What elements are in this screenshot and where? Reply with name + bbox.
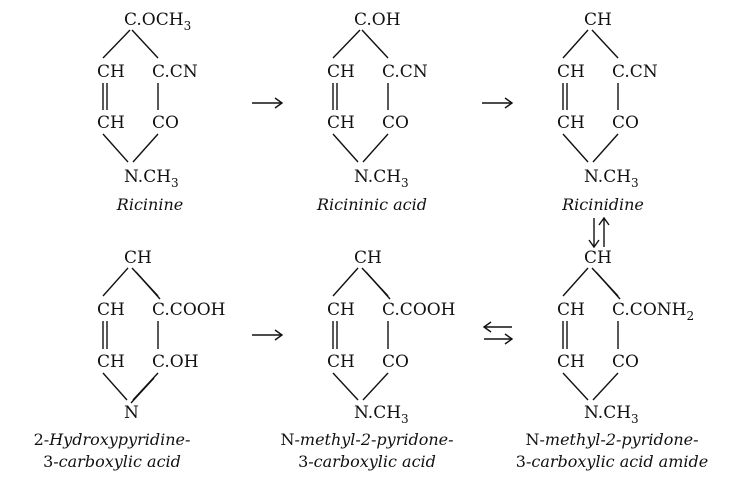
caption-line-2: 3-carboxylic acid — [298, 452, 436, 471]
atom-right-upper: C.CN — [612, 62, 658, 82]
ring-bonds — [102, 267, 161, 404]
ring-bonds — [562, 29, 619, 163]
atom-left-lower: CH — [557, 113, 585, 133]
atom-right-lower: CO — [382, 113, 409, 133]
molecule-ricininic-acid: C.OH CH C.CN CH CO N.CH3 Ricininic acid — [316, 10, 428, 214]
atom-right-upper: C.CN — [382, 62, 428, 82]
atom-bottom: N.CH3 — [354, 167, 409, 190]
atom-left-lower: CH — [327, 352, 355, 372]
atom-top: CH — [584, 248, 612, 268]
arrow-right — [482, 97, 514, 109]
atom-left-upper: CH — [557, 62, 585, 82]
atom-left-lower: CH — [557, 352, 585, 372]
atom-bottom: N — [124, 403, 139, 423]
caption-line-1: 2-Hydroxypyridine- — [34, 430, 191, 449]
molecule-ricinidine: CH CH C.CN CH CO N.CH3 Ricinidine — [557, 10, 658, 214]
molecule-n-methyl-2-pyridone-3-carboxylic-acid-amide: CH CH C.CONH2 CH CO N.CH3 N-methyl-2-pyr… — [516, 248, 708, 471]
atom-left-upper: CH — [557, 300, 585, 320]
caption: Ricinidine — [561, 195, 644, 214]
arrow-equilibrium-vertical — [588, 216, 610, 249]
atom-left-upper: CH — [327, 62, 355, 82]
atom-bottom: N.CH3 — [124, 167, 179, 190]
caption-line-2: 3-carboxylic acid — [43, 452, 181, 471]
caption-line-2: 3-carboxylic acid amide — [516, 452, 708, 471]
atom-left-lower: CH — [97, 113, 125, 133]
atom-top: C.OH — [354, 10, 401, 30]
atom-right-lower: C.OH — [152, 352, 199, 372]
molecule-n-methyl-2-pyridone-3-carboxylic-acid: CH CH C.COOH CH CO N.CH3 N-methyl-2-pyri… — [280, 248, 455, 471]
atom-right-lower: CO — [152, 113, 179, 133]
atom-top: CH — [584, 10, 612, 30]
caption-line-1: N-methyl-2-pyridone- — [525, 430, 698, 449]
atom-right-lower: CO — [382, 352, 409, 372]
atom-top: C.OCH3 — [124, 10, 191, 33]
atom-right-upper: C.CONH2 — [612, 300, 694, 323]
atom-right-upper: C.COOH — [152, 300, 226, 320]
atom-left-lower: CH — [327, 113, 355, 133]
atom-bottom: N.CH3 — [584, 167, 639, 190]
ring-bonds — [562, 267, 621, 401]
caption-line-1: N-methyl-2-pyridone- — [280, 430, 453, 449]
atom-top: CH — [124, 248, 152, 268]
atom-bottom: N.CH3 — [584, 403, 639, 426]
ring-bonds — [102, 29, 159, 163]
ring-bonds — [332, 267, 391, 401]
atom-right-upper: C.COOH — [382, 300, 456, 320]
molecule-ricinine: C.OCH3 CH C.CN CH CO N.CH3 Ricinine — [97, 10, 198, 214]
atom-right-upper: C.CN — [152, 62, 198, 82]
atom-left-upper: CH — [327, 300, 355, 320]
atom-right-lower: CO — [612, 352, 639, 372]
caption: Ricininic acid — [316, 195, 427, 214]
arrow-right — [252, 329, 284, 341]
molecule-2-hydroxypyridine-3-carboxylic-acid: CH CH C.COOH CH C.OH N 2-Hydroxypyridine… — [34, 248, 226, 471]
ring-bonds — [332, 29, 389, 163]
atom-bottom: N.CH3 — [354, 403, 409, 426]
atom-right-lower: CO — [612, 113, 639, 133]
atom-left-lower: CH — [97, 352, 125, 372]
atom-top: CH — [354, 248, 382, 268]
arrow-equilibrium-horizontal — [482, 321, 514, 345]
caption: Ricinine — [116, 195, 183, 214]
atom-left-upper: CH — [97, 62, 125, 82]
arrow-right — [252, 97, 284, 109]
atom-left-upper: CH — [97, 300, 125, 320]
